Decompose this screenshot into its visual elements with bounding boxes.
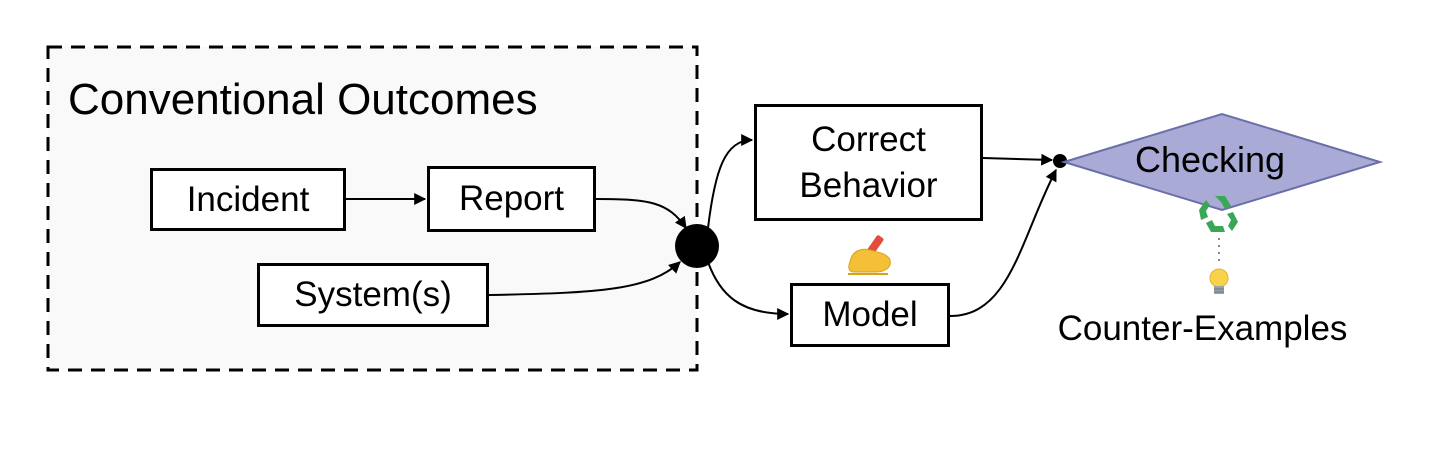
correct-behavior-label-line2: Behavior	[799, 165, 938, 205]
edge-systems-junction	[488, 261, 681, 296]
checking-label: Checking	[1134, 139, 1286, 180]
incident-label: Incident	[186, 179, 310, 219]
edge-junction-model	[707, 261, 790, 320]
systems-node: System(s)	[257, 263, 489, 327]
counter-examples-label: Counter-Examples	[1057, 309, 1348, 348]
edge-junction-correct-behavior	[707, 134, 754, 229]
group-title: Conventional Outcomes	[68, 75, 538, 124]
edge-report-junction	[595, 198, 687, 229]
incident-node: Incident	[150, 168, 346, 231]
junction-node	[675, 224, 719, 268]
correct-behavior-label-line1: Correct	[811, 119, 926, 159]
correct-behavior-node: Correct Behavior	[754, 104, 983, 221]
checkpoint-node	[1053, 154, 1067, 168]
lightbulb-icon	[1209, 268, 1229, 294]
checking-diamond	[1060, 112, 1384, 212]
report-label: Report	[458, 179, 565, 218]
edge-model-checkpoint	[949, 168, 1057, 317]
writing-hand-icon	[848, 235, 891, 275]
systems-label: System(s)	[294, 275, 452, 314]
report-node: Report	[427, 166, 596, 232]
edge-correct-behavior-checkpoint	[982, 153, 1054, 166]
model-node: Model	[790, 283, 950, 347]
recycle-icon	[1199, 196, 1238, 232]
model-label: Model	[822, 295, 918, 334]
